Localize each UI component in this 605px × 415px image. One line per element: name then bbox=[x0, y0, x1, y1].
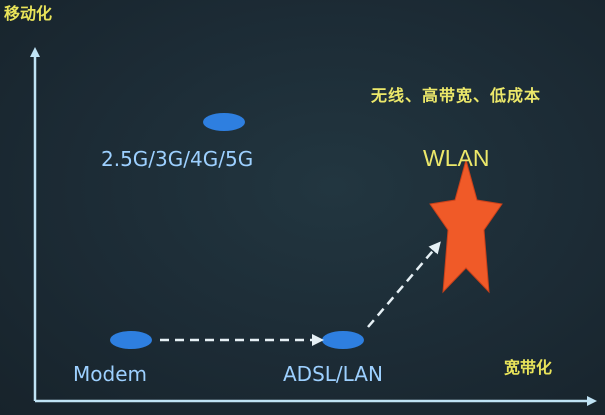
node-mobile-label: 2.5G/3G/4G/5G bbox=[101, 147, 254, 171]
wlan-tagline: 无线、高带宽、低成本 bbox=[371, 86, 542, 105]
node-wlan-label: WLAN bbox=[423, 145, 490, 171]
x-axis-label: 宽带化 bbox=[504, 358, 553, 377]
node-mobile-ellipse bbox=[203, 113, 245, 131]
node-modem-label: Modem bbox=[73, 362, 147, 386]
node-adsl-ellipse bbox=[322, 331, 364, 349]
y-axis-label: 移动化 bbox=[4, 4, 53, 23]
node-modem-ellipse bbox=[110, 331, 152, 349]
node-adsl-label: ADSL/LAN bbox=[283, 362, 383, 386]
arrow-adsl-to-wlan bbox=[367, 241, 441, 328]
wlan-star-icon bbox=[429, 158, 503, 294]
